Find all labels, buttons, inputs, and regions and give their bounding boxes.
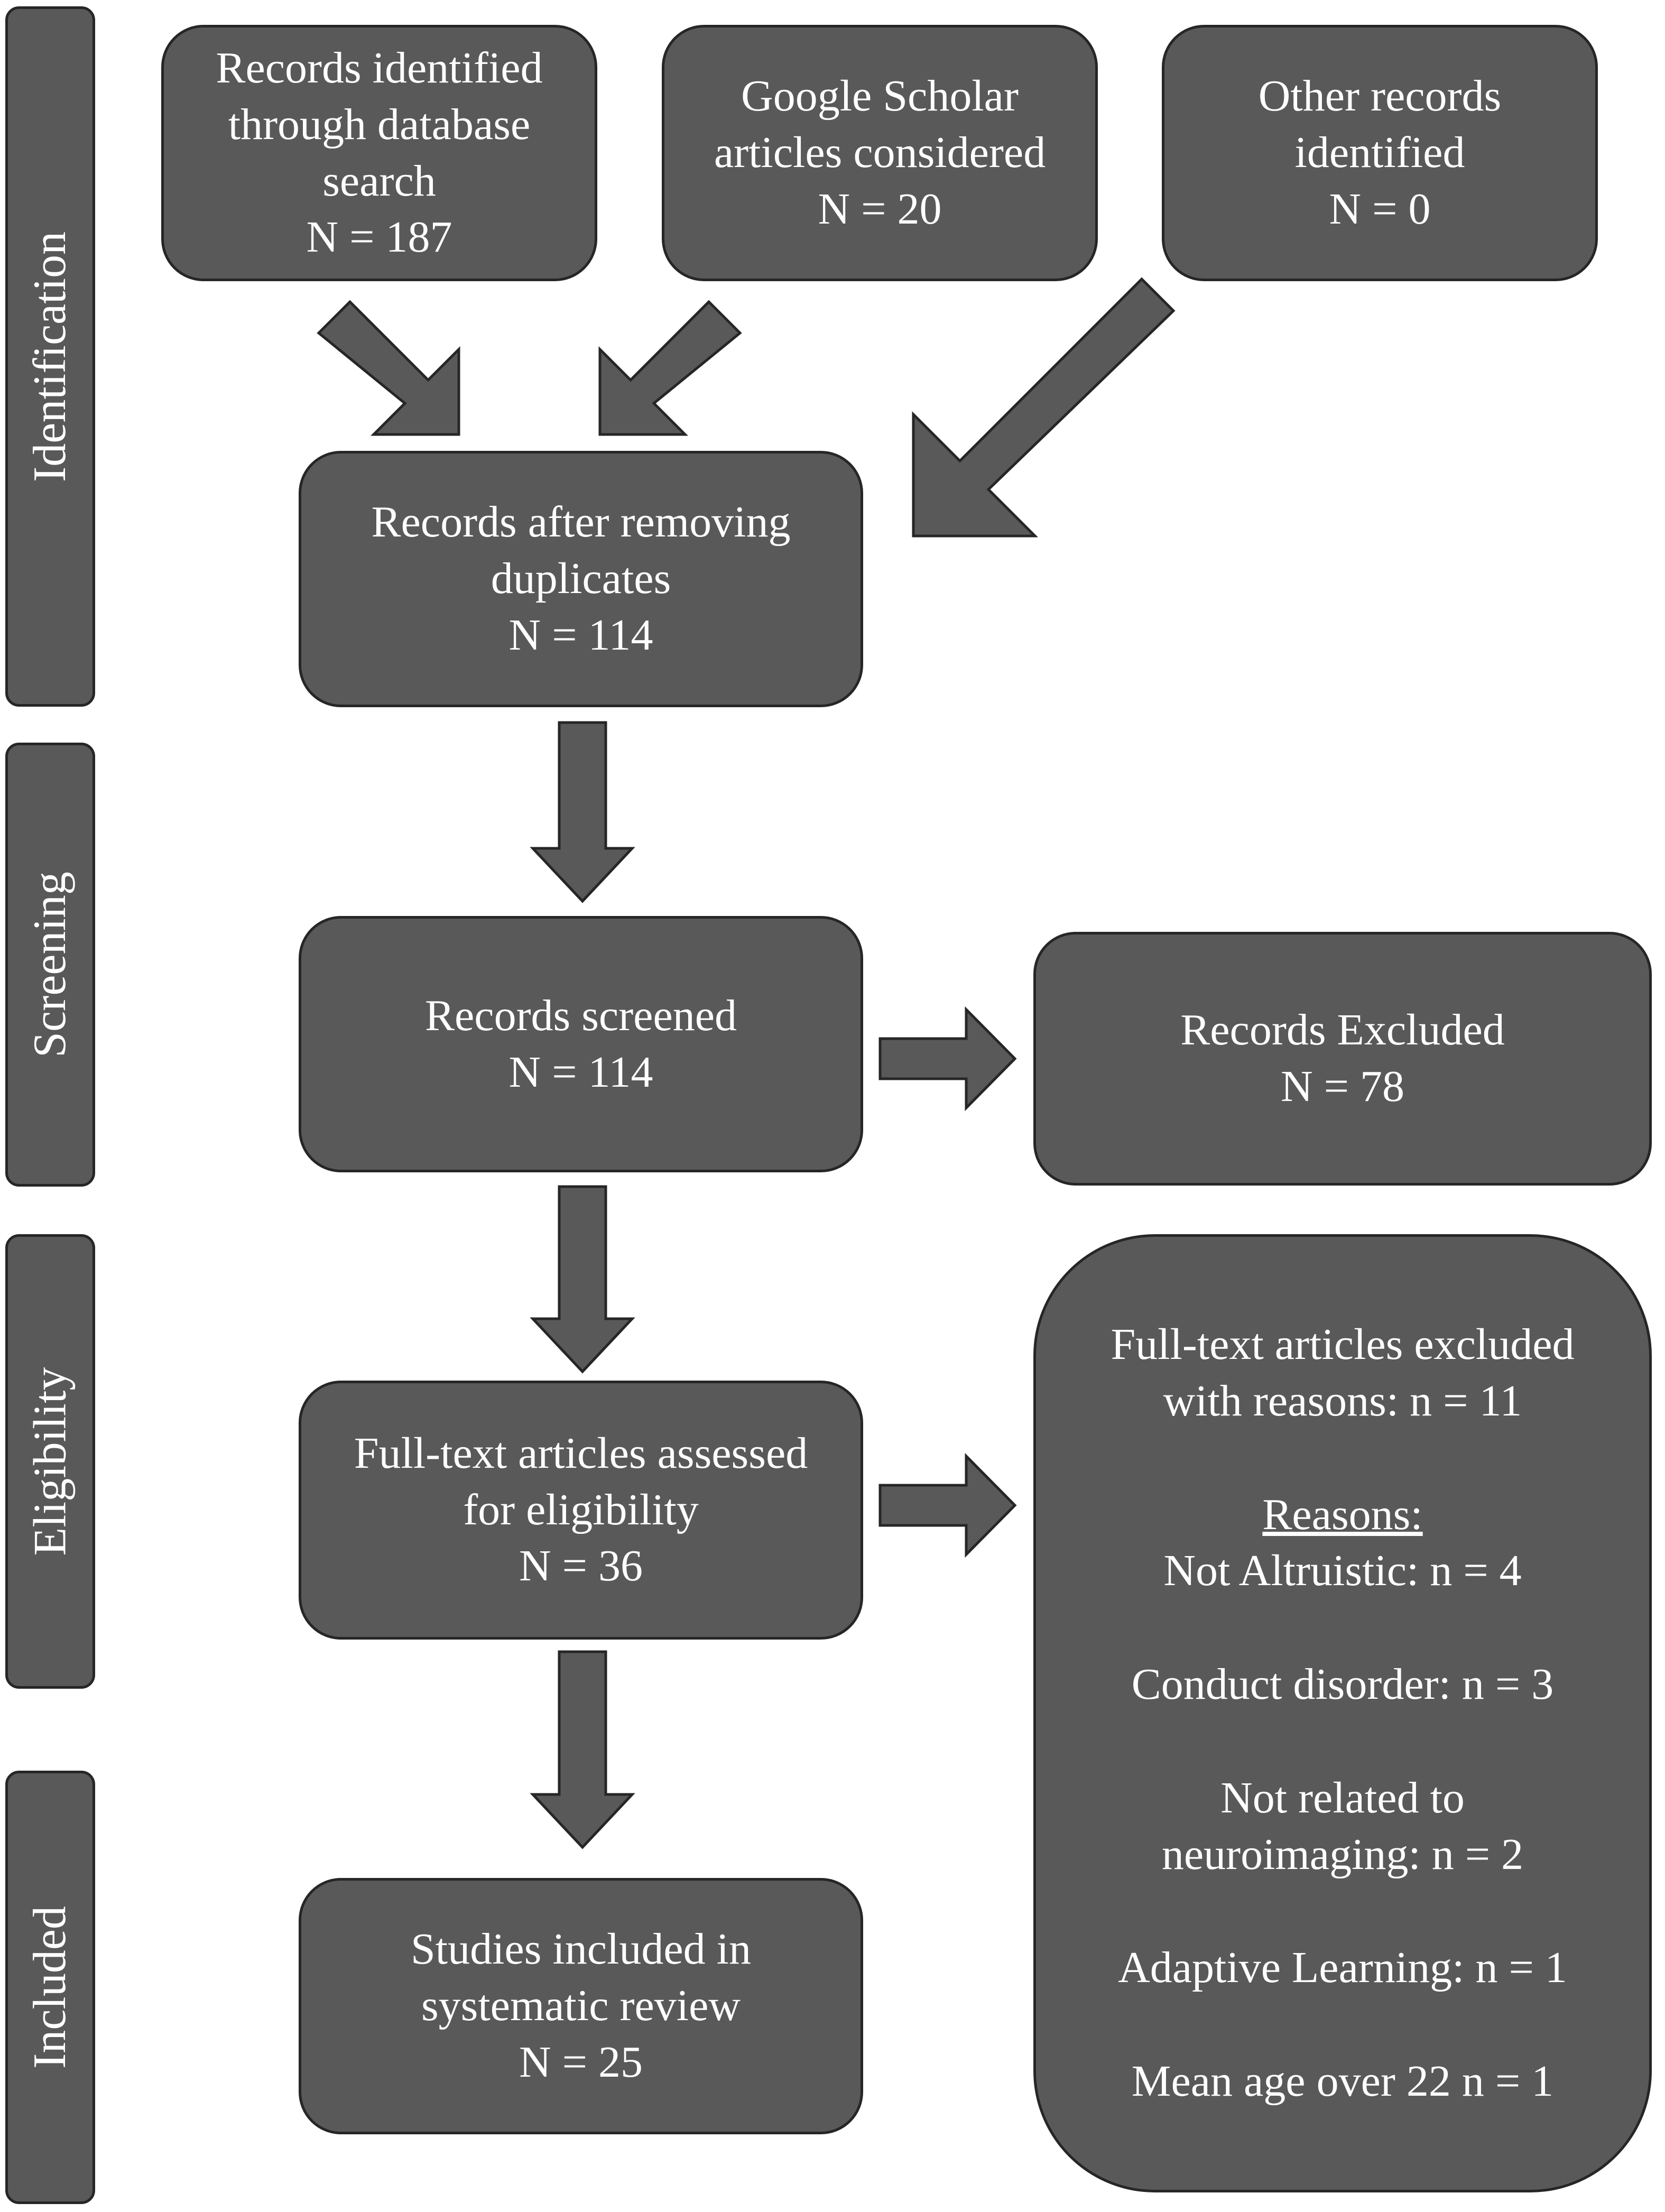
records-excluded-line-1: Records Excluded bbox=[1180, 1005, 1505, 1055]
records-screened-count: N = 114 bbox=[508, 1047, 653, 1097]
box-after-duplicates: Records after removing duplicates N = 11… bbox=[299, 451, 863, 707]
reason-adaptive-learning: Adaptive Learning: n = 1 bbox=[1118, 1943, 1567, 1993]
arrow-assessed-to-included bbox=[530, 1650, 635, 1849]
box-fulltext-excluded: Full-text articles excluded with reasons… bbox=[1033, 1234, 1652, 2192]
other-records-line-1: Other records bbox=[1258, 71, 1502, 121]
after-duplicates-line-1: Records after removing bbox=[371, 497, 791, 547]
stage-included: Included bbox=[5, 1771, 95, 2204]
reason-neuroimaging-line-2: neuroimaging: n = 2 bbox=[1161, 1829, 1524, 1879]
box-studies-included: Studies included in systematic review N … bbox=[299, 1878, 863, 2134]
reason-neuroimaging-line-1: Not related to bbox=[1220, 1773, 1465, 1822]
stage-eligibility: Eligibility bbox=[5, 1234, 95, 1689]
google-scholar-line-2: articles considered bbox=[714, 128, 1046, 178]
arrow-screened-to-excluded bbox=[878, 1006, 1017, 1112]
database-search-line-1: Records identified bbox=[216, 43, 543, 93]
box-records-excluded: Records Excluded N = 78 bbox=[1033, 932, 1652, 1186]
records-excluded-count: N = 78 bbox=[1280, 1062, 1405, 1111]
after-duplicates-count: N = 114 bbox=[508, 610, 653, 660]
stage-identification: Identification bbox=[5, 6, 95, 707]
database-search-line-2: through database bbox=[228, 99, 531, 149]
stage-screening: Screening bbox=[5, 743, 95, 1187]
fulltext-assessed-line-1: Full-text articles assessed bbox=[354, 1428, 808, 1478]
other-records-line-2: identified bbox=[1294, 128, 1465, 178]
other-records-count: N = 0 bbox=[1329, 184, 1431, 234]
database-search-line-3: search bbox=[322, 156, 436, 206]
arrow-other-to-duplicates bbox=[912, 277, 1176, 538]
reason-conduct-disorder: Conduct disorder: n = 3 bbox=[1131, 1660, 1554, 1709]
box-google-scholar: Google Scholar articles considered N = 2… bbox=[662, 25, 1098, 281]
studies-included-count: N = 25 bbox=[519, 2037, 643, 2087]
fulltext-assessed-count: N = 36 bbox=[519, 1541, 643, 1591]
fulltext-excluded-line-1: Full-text articles excluded bbox=[1111, 1320, 1575, 1369]
arrow-scholar-to-duplicates bbox=[598, 300, 742, 436]
records-screened-line-1: Records screened bbox=[424, 991, 737, 1040]
arrow-screened-to-assessed bbox=[530, 1185, 635, 1374]
studies-included-line-2: systematic review bbox=[421, 1981, 741, 2031]
box-other-records: Other records identified N = 0 bbox=[1162, 25, 1598, 281]
after-duplicates-line-2: duplicates bbox=[491, 554, 671, 604]
arrow-assessed-to-fulltext-excluded bbox=[878, 1452, 1017, 1558]
google-scholar-line-1: Google Scholar bbox=[741, 71, 1019, 121]
fulltext-assessed-line-2: for eligibility bbox=[463, 1485, 699, 1534]
reason-mean-age: Mean age over 22 n = 1 bbox=[1131, 2056, 1554, 2106]
arrow-database-to-duplicates bbox=[317, 300, 460, 436]
reason-not-altruistic: Not Altruistic: n = 4 bbox=[1163, 1546, 1522, 1596]
database-search-count: N = 187 bbox=[306, 212, 452, 262]
box-fulltext-assessed: Full-text articles assessed for eligibil… bbox=[299, 1381, 863, 1640]
google-scholar-count: N = 20 bbox=[818, 184, 942, 234]
studies-included-line-1: Studies included in bbox=[411, 1924, 751, 1974]
arrow-duplicates-to-screened bbox=[530, 721, 635, 903]
box-records-screened: Records screened N = 114 bbox=[299, 916, 863, 1172]
box-database-search: Records identified through database sear… bbox=[161, 25, 597, 281]
fulltext-excluded-line-2: with reasons: n = 11 bbox=[1163, 1376, 1522, 1426]
reasons-title: Reasons: bbox=[1262, 1489, 1423, 1539]
